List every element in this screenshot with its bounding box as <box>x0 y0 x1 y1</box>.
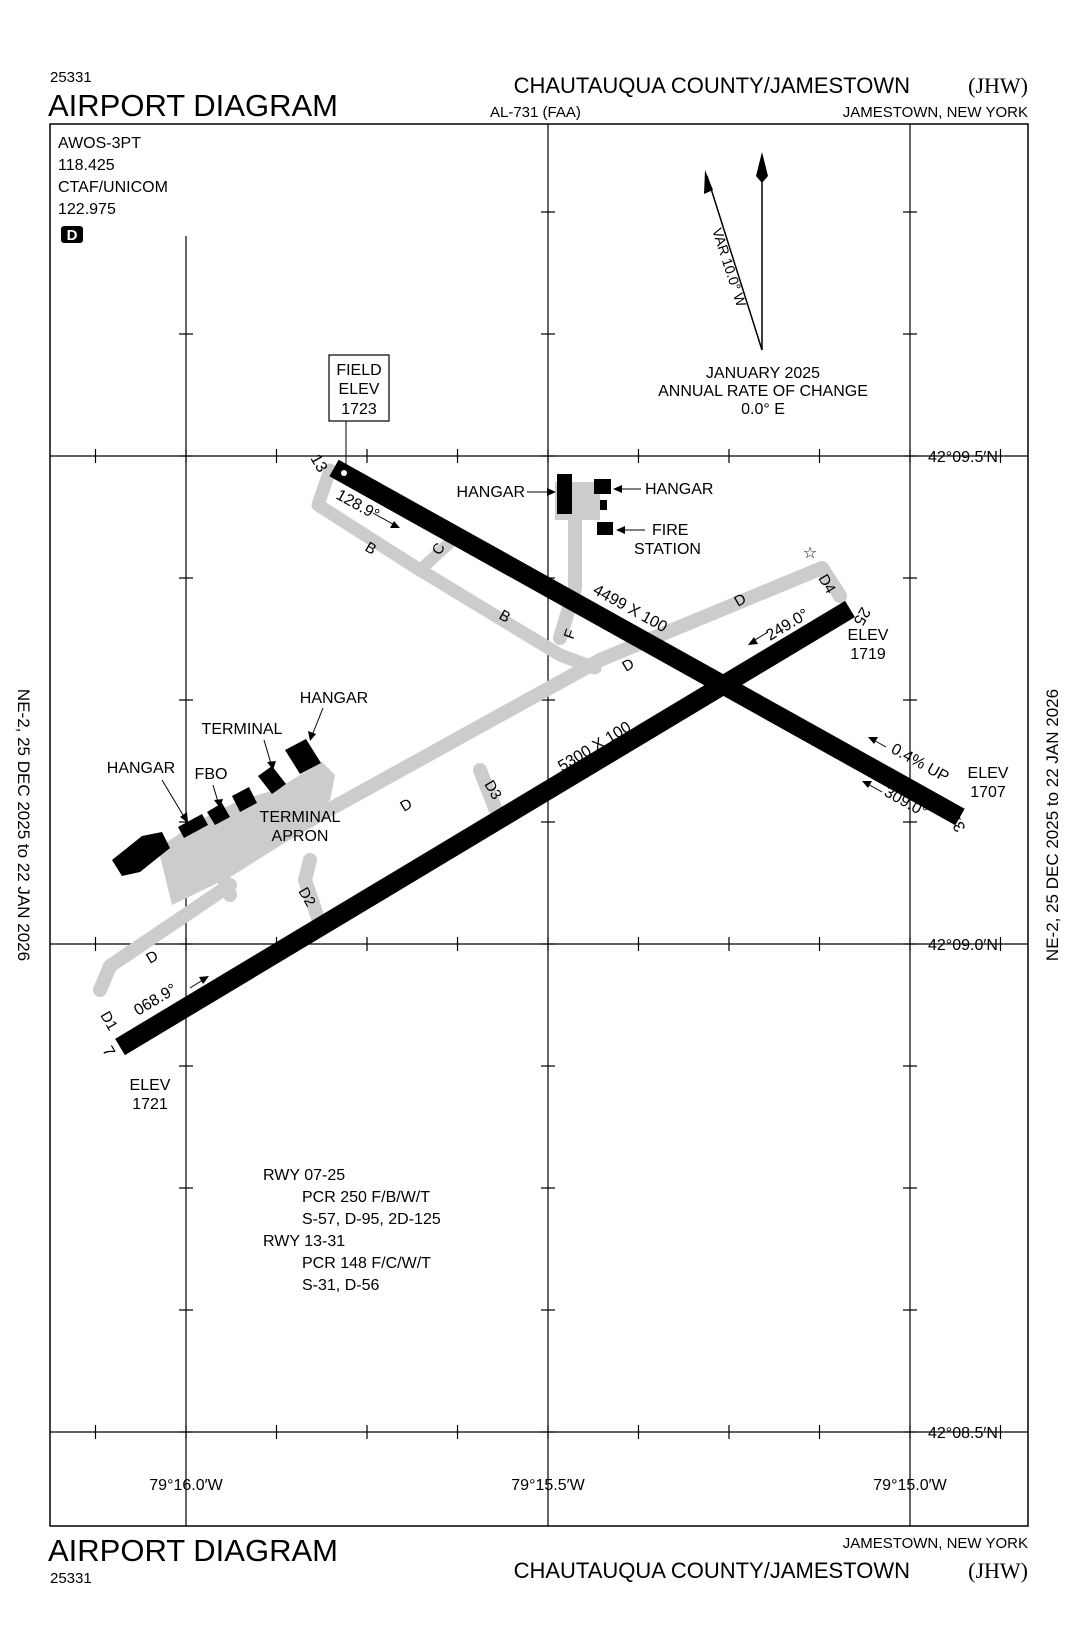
mag-rate: 0.0° E <box>741 401 785 418</box>
airport-name-top: CHAUTAUQUA COUNTY/JAMESTOWN <box>514 73 910 98</box>
airport-id-bottom: (JHW) <box>968 1558 1028 1583</box>
lon-label-mid: 79°15.5′W <box>511 1477 585 1494</box>
terminal-apron <box>158 762 335 905</box>
pcr-rwy2: RWY 13-31 <box>263 1233 345 1250</box>
ctaf-label: CTAF/UNICOM <box>58 179 168 196</box>
fire-station-building <box>597 522 613 535</box>
hangar-building-ne <box>594 479 611 494</box>
hangar-label-west: HANGAR <box>107 760 175 777</box>
hangar-terminal-building <box>285 739 321 774</box>
beacon-star-icon: ☆ <box>803 545 817 562</box>
magnetic-variation: VAR 10.0° W <box>709 226 750 309</box>
north-arrow <box>756 152 768 350</box>
pcr-rwy2-gear: S-31, D-56 <box>302 1277 379 1294</box>
apron-label-1: TERMINAL <box>260 809 341 826</box>
taxiway-label-d-mid: D <box>619 655 637 675</box>
taxiways <box>93 463 847 997</box>
taxiway-c <box>414 532 461 576</box>
field-elev-box <box>328 354 390 422</box>
taxiway-label-d-left: D <box>143 947 161 967</box>
runway-end-25: 25 <box>850 604 874 628</box>
fire-station-label-2: STATION <box>634 541 701 558</box>
city-state-top: JAMESTOWN, NEW YORK <box>843 104 1028 121</box>
runway-end-07: 7 <box>99 1044 118 1060</box>
apron-label-2: APRON <box>272 828 329 845</box>
taxiway-label-d-lower: D <box>397 795 415 815</box>
fbo-building-2 <box>207 803 230 825</box>
pcr-rwy1-gear: S-57, D-95, 2D-125 <box>302 1211 441 1228</box>
field-elev-point <box>341 470 347 476</box>
airport-id-top: (JHW) <box>968 73 1028 98</box>
buildings <box>112 474 613 876</box>
fbo-label: FBO <box>195 766 228 783</box>
elev-07-label: ELEV <box>130 1077 171 1094</box>
taxiway-d3 <box>473 763 502 815</box>
lon-label-right: 79°15.0′W <box>873 1477 947 1494</box>
atis-badge <box>61 226 83 243</box>
grid-ticks <box>94 211 1002 1439</box>
taxiway-f <box>553 505 582 645</box>
elev-25-value: 1719 <box>850 646 886 663</box>
page-title-top: AIRPORT DIAGRAM <box>48 88 338 123</box>
lon-label-left: 79°16.0′W <box>149 1477 223 1494</box>
pcr-rwy2-value: PCR 148 F/C/W/T <box>302 1255 431 1272</box>
elev-25-label: ELEV <box>848 627 889 644</box>
runway-end-31: 31 <box>946 810 970 834</box>
taxiway-label-d1: D1 <box>97 1009 121 1034</box>
awos-label: AWOS-3PT <box>58 135 141 152</box>
taxiway-d2 <box>298 853 325 925</box>
mag-rate-label: ANNUAL RATE OF CHANGE <box>658 383 868 400</box>
chart-frame <box>49 123 1029 1527</box>
hangar-label-top-right: HANGAR <box>645 481 713 498</box>
hangar-label-terminal: HANGAR <box>300 690 368 707</box>
field-elev-label-1: FIELD <box>336 362 381 379</box>
elev-07-value: 1721 <box>132 1096 168 1113</box>
field-elev-value: 1723 <box>341 401 377 418</box>
fire-station-label-1: FIRE <box>652 522 688 539</box>
magnetic-north-arrow <box>704 170 763 351</box>
city-state-bottom: JAMESTOWN, NEW YORK <box>843 1535 1028 1552</box>
runway-end-13: 13 <box>307 452 331 476</box>
chart-id: AL-731 (FAA) <box>490 104 581 121</box>
hangar-west-building <box>178 814 208 838</box>
mag-date: JANUARY 2025 <box>706 365 820 382</box>
effective-dates-left: NE-2, 25 DEC 2025 to 22 JAN 2026 <box>14 689 33 961</box>
lat-label-mid: 42°09.0′N <box>928 937 998 954</box>
runway-07-25 <box>115 600 855 1056</box>
elev-31-label: ELEV <box>968 765 1009 782</box>
elev-31-value: 1707 <box>970 784 1006 801</box>
airport-name-bottom: CHAUTAUQUA COUNTY/JAMESTOWN <box>514 1558 910 1583</box>
taxiway-d-lower <box>93 878 237 997</box>
procedure-number-top: 25331 <box>50 69 92 86</box>
procedure-number-bottom: 25331 <box>50 1570 92 1587</box>
fbo-building-1 <box>232 787 257 812</box>
ctaf-frequency: 122.975 <box>58 201 116 218</box>
hangar-far-west-building <box>112 832 170 876</box>
lat-label-top: 42°09.5′N <box>928 449 998 466</box>
terminal-building <box>258 766 286 794</box>
hangar-label-top-left: HANGAR <box>457 484 525 501</box>
hangar-building-north <box>557 474 572 514</box>
terminal-label: TERMINAL <box>202 721 283 738</box>
page-title-bottom: AIRPORT DIAGRAM <box>48 1533 338 1568</box>
pcr-rwy1: RWY 07-25 <box>263 1167 345 1184</box>
small-building <box>600 500 607 510</box>
effective-dates-right: NE-2, 25 DEC 2025 to 22 JAN 2026 <box>1043 689 1062 961</box>
atis-badge-text: D <box>67 227 78 244</box>
lat-label-bottom: 42°08.5′N <box>928 1425 998 1442</box>
runway-13-31 <box>329 459 965 826</box>
awos-frequency: 118.425 <box>58 157 115 174</box>
field-elev-label-2: ELEV <box>339 381 380 398</box>
pcr-rwy1-value: PCR 250 F/B/W/T <box>302 1189 430 1206</box>
